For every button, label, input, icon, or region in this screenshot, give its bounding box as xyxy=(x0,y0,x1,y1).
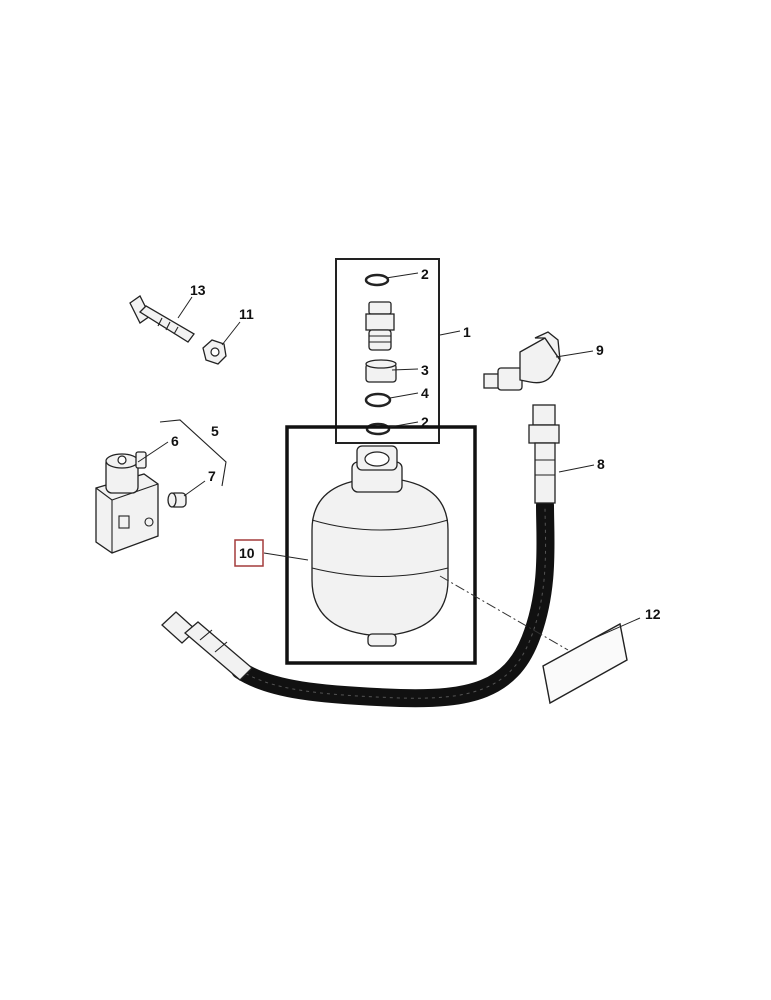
callout-8: 8 xyxy=(597,456,605,472)
callout-2-bottom: 2 xyxy=(421,414,429,430)
callout-10-box xyxy=(234,539,264,567)
accumulator xyxy=(311,445,449,647)
fitting-assembly-frame xyxy=(335,258,440,444)
hex-nut xyxy=(365,359,397,383)
valve-block-group xyxy=(95,419,227,554)
accumulator-highlight-frame xyxy=(285,425,477,665)
plug-fitting xyxy=(167,492,187,508)
callout-12: 12 xyxy=(645,606,661,622)
hose-left-fitting xyxy=(161,611,253,681)
decal-plate xyxy=(542,622,628,705)
callout-1: 1 xyxy=(463,324,471,340)
callout-7: 7 xyxy=(208,468,216,484)
bolt xyxy=(129,295,195,343)
o-ring-top xyxy=(364,273,390,287)
hose-top-fitting xyxy=(528,404,560,504)
elbow-fitting xyxy=(483,331,561,391)
callout-6: 6 xyxy=(171,433,179,449)
callout-2-top: 2 xyxy=(421,266,429,282)
callout-5: 5 xyxy=(211,423,219,439)
hydraulic-hose xyxy=(161,404,560,708)
accumulator-group xyxy=(285,425,477,665)
callout-10: 10 xyxy=(239,545,255,561)
solenoid-coil xyxy=(105,451,147,494)
callout-4: 4 xyxy=(421,385,429,401)
adapter-fitting xyxy=(365,301,395,351)
callout-13: 13 xyxy=(190,282,206,298)
callout-9: 9 xyxy=(596,342,604,358)
callout-3: 3 xyxy=(421,362,429,378)
leader-lines xyxy=(137,272,641,641)
group-bracket-5 xyxy=(159,419,227,487)
fitting-assembly-group xyxy=(335,258,440,444)
washer xyxy=(364,392,392,408)
center-line xyxy=(439,575,569,651)
flange-nut xyxy=(202,339,227,365)
o-ring-bottom xyxy=(365,422,391,436)
callout-11: 11 xyxy=(239,306,254,322)
